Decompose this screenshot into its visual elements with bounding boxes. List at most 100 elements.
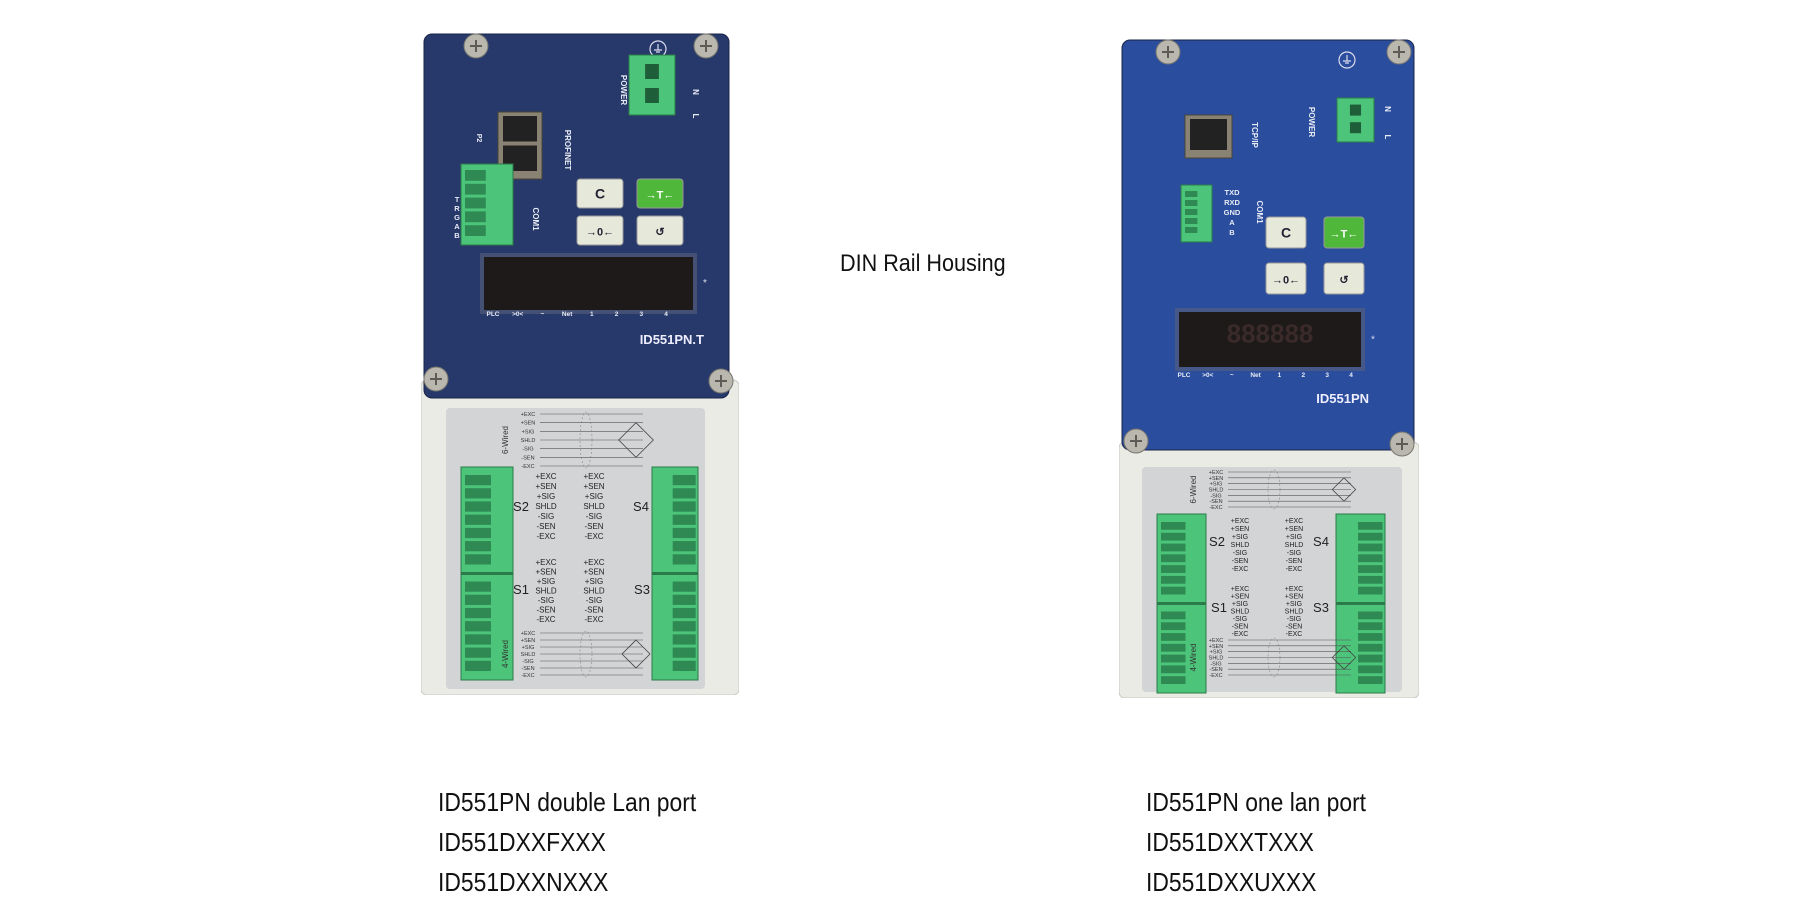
load-cell-bridge-icon — [1331, 477, 1357, 502]
terminal-slot — [1161, 622, 1186, 631]
terminal-slot — [465, 634, 491, 645]
screw-slot — [1393, 46, 1405, 58]
sensor-pin-label: +SEN — [1231, 594, 1249, 601]
power-label: POWER — [619, 75, 628, 105]
sensor-pin-label: +EXC — [535, 472, 556, 481]
status-indicator-label: PLC — [1178, 372, 1191, 379]
display-asterisk: * — [703, 278, 707, 289]
terminal-slot — [1161, 665, 1186, 674]
clear-key-label: C — [1281, 225, 1291, 241]
tare-key[interactable]: →T← — [636, 178, 684, 209]
terminal-slot — [1358, 665, 1383, 674]
wiring-pin-label: +EXC — [521, 631, 536, 637]
screw-slot — [1396, 438, 1408, 450]
screw-slot — [470, 40, 482, 52]
zero-key[interactable]: →0← — [576, 215, 624, 246]
terminal-slot — [1161, 543, 1186, 552]
wiring-pin-label: +SEN — [1209, 644, 1224, 650]
enter-key-label: ↺ — [655, 227, 664, 239]
sensor-pin-label: -SIG — [1287, 550, 1301, 557]
terminal-slot — [672, 594, 696, 605]
tare-key-cap — [1323, 216, 1365, 249]
enter-key[interactable]: ↺ — [636, 215, 684, 246]
clear-key[interactable]: C — [1265, 216, 1307, 249]
sensor-pin-label: -SIG — [538, 512, 554, 521]
section-heading: DIN Rail Housing — [840, 250, 1006, 277]
com-label: COM1 — [531, 207, 540, 231]
clear-key-label: C — [595, 186, 605, 202]
com-pin-label: T — [455, 195, 460, 204]
sensor-pin-label: -SIG — [586, 596, 602, 605]
sensor-pin-label: +EXC — [583, 472, 604, 481]
sensor-pin-label: +SIG — [1286, 534, 1302, 541]
power-label: POWER — [1307, 107, 1316, 137]
status-indicator-label: 2 — [1301, 372, 1305, 379]
terminal-slot — [672, 527, 696, 539]
sensor-pin-label: +EXC — [583, 558, 604, 567]
wiring-pin-label: -SEN — [521, 455, 534, 461]
wiring-pin-label: -SEN — [521, 666, 534, 672]
terminal-slot — [465, 581, 491, 592]
wiring-pin-label: +EXC — [1209, 638, 1224, 644]
com-pin-label: B — [1229, 228, 1235, 237]
com-terminal-slot — [1185, 218, 1198, 224]
status-indicator-label: PLC — [487, 311, 500, 318]
earth-ground-symbol — [654, 44, 662, 53]
wiring-type-label: 4-Wired — [501, 640, 510, 668]
terminal-slot — [465, 554, 491, 565]
channel-label-s4: S4 — [1313, 534, 1329, 549]
zero-key[interactable]: →0← — [1265, 262, 1307, 295]
caption-line: ID551DXXFXXX — [438, 827, 606, 857]
sensor-pin-label: +SIG — [537, 492, 555, 501]
zero-key-cap — [576, 215, 624, 246]
terminal-slot — [465, 488, 491, 499]
terminal-slot — [1161, 522, 1186, 530]
ethernet-port-icon — [1190, 119, 1227, 150]
status-indicator-label: 1 — [590, 311, 594, 318]
terminal-slot — [1161, 654, 1186, 663]
wiring-pin-label: -EXC — [521, 673, 534, 679]
terminal-slot — [672, 647, 696, 658]
status-indicator-label: 4 — [1349, 372, 1353, 379]
status-indicator-label: 4 — [664, 311, 668, 318]
channel-label-s3: S3 — [634, 582, 650, 597]
port2-label: P2 — [475, 134, 482, 143]
sensor-pin-label: +SEN — [535, 482, 556, 491]
enter-key[interactable]: ↺ — [1323, 262, 1365, 295]
com-pin-label: A — [454, 222, 460, 231]
status-indicator-label: 3 — [639, 311, 643, 318]
screw-slot — [700, 40, 712, 52]
wiring-pin-label: -SIG — [1210, 661, 1221, 667]
terminal-slot — [1161, 565, 1186, 573]
clear-key[interactable]: C — [576, 178, 624, 209]
terminal-slot — [465, 527, 491, 539]
load-cell-bridge-icon — [621, 639, 651, 669]
screw-slot — [715, 375, 727, 387]
tare-key[interactable]: →T← — [1323, 216, 1365, 249]
channel-label-s2: S2 — [1209, 534, 1225, 549]
terminal-slot — [465, 475, 491, 486]
sensor-pin-label: +SEN — [583, 568, 604, 577]
terminal-slot — [672, 581, 696, 592]
status-indicator-label: 2 — [615, 311, 619, 318]
ethernet-port-label: PROFINET — [563, 130, 572, 171]
sensor-pin-label: -SEN — [584, 522, 603, 531]
channel-label-s1: S1 — [1211, 600, 1227, 615]
caption-line: ID551DXXUXXX — [1146, 867, 1317, 897]
power-connector-slot — [1349, 104, 1362, 116]
sensor-pin-label: +SEN — [1231, 526, 1249, 533]
com-pin-label: A — [1229, 218, 1235, 227]
led-display-digits: 888888 — [1227, 318, 1314, 348]
sensor-pin-label: +SIG — [537, 577, 555, 586]
shield-icon — [579, 411, 593, 469]
ethernet-port-label: TCP/IP — [1250, 122, 1259, 148]
wiring-pin-label: +EXC — [1209, 470, 1224, 476]
sensor-pin-label: -SEN — [584, 606, 603, 615]
caption-line: ID551DXXNXXX — [438, 867, 609, 897]
terminal-slot — [1161, 643, 1186, 652]
status-indicator-label: Net — [562, 311, 573, 318]
screw-slot — [1130, 435, 1142, 447]
com-pin-label: RXD — [1224, 198, 1240, 207]
sensor-pin-label: +EXC — [535, 558, 556, 567]
sensor-pin-label: +SIG — [585, 492, 603, 501]
